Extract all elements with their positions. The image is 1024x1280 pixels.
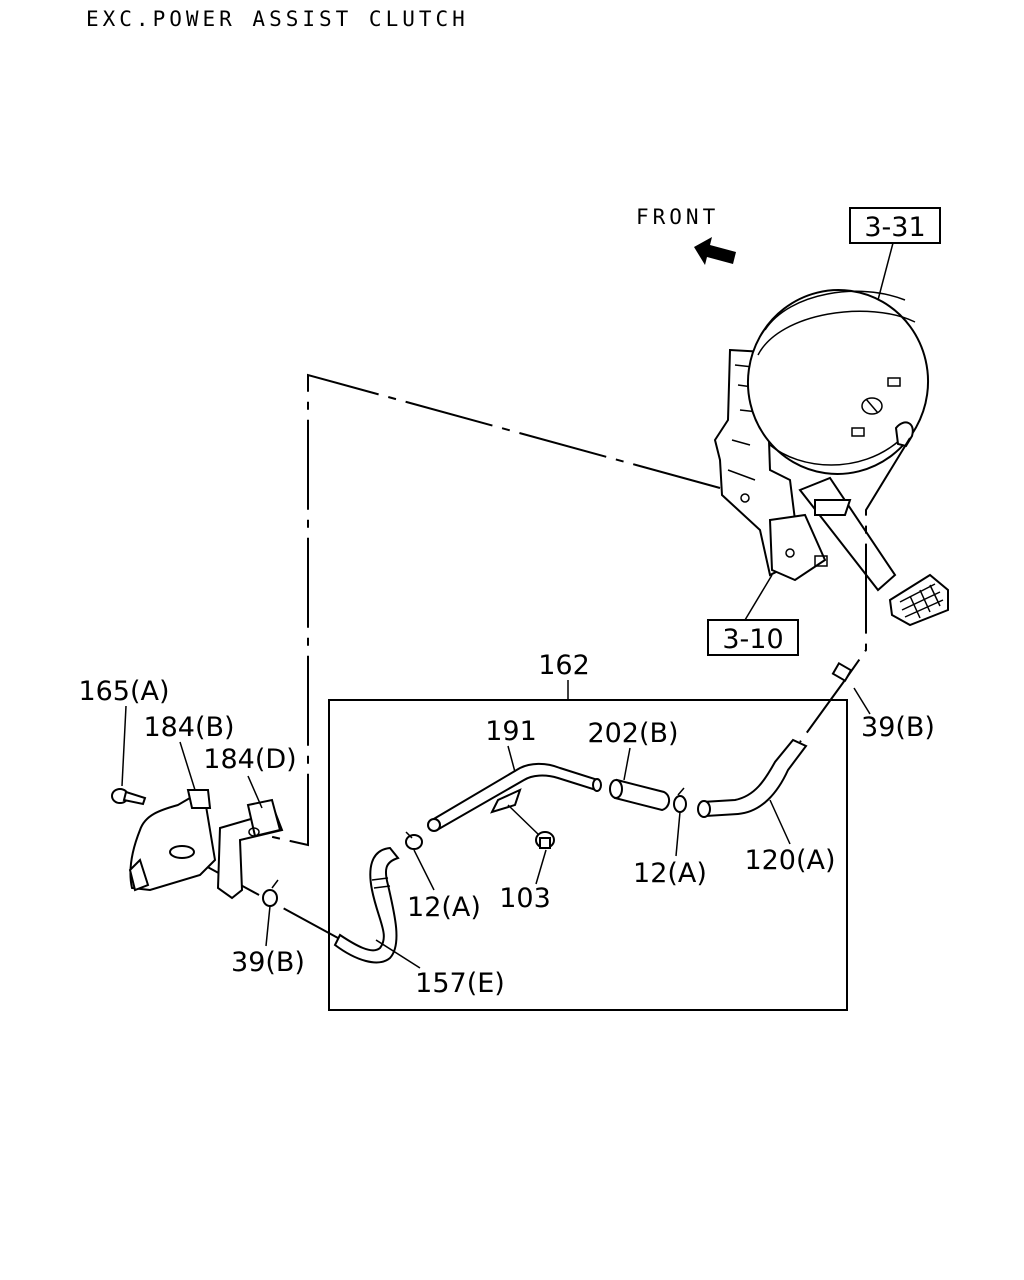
reservoir-outline-line	[254, 373, 721, 847]
clamp-12a-left[interactable]	[405, 831, 423, 850]
callout-leaders	[121, 687, 871, 969]
callout-39b-top: 39(B)	[861, 712, 935, 743]
callout-184b: 184(B)	[143, 712, 234, 743]
bolt-165a[interactable]	[111, 788, 147, 806]
callout-39b-bottom: 39(B)	[231, 947, 305, 978]
callout-191: 191	[485, 716, 537, 747]
hose-120a[interactable]	[697, 738, 808, 818]
ref-box-3-10[interactable]: 3-10	[707, 619, 799, 656]
clamp-12a-right[interactable]	[673, 787, 687, 813]
front-label: FRONT	[636, 205, 719, 229]
reservoir-bracket-assembly	[128, 789, 284, 900]
clip-103[interactable]	[507, 804, 555, 849]
callout-202b: 202(B)	[587, 718, 678, 749]
diagram-title: EXC.POWER ASSIST CLUTCH	[86, 7, 469, 31]
callout-103: 103	[499, 883, 551, 914]
callout-184d: 184(D)	[203, 744, 296, 775]
ref-box-3-31-label: 3-31	[864, 212, 925, 243]
leader-3-31	[877, 242, 894, 301]
hose-157e[interactable]	[333, 846, 400, 964]
brake-booster-pedal-assembly	[713, 289, 949, 627]
ref-box-3-10-label: 3-10	[722, 624, 783, 655]
callout-165a: 165(A)	[78, 676, 169, 707]
callout-162: 162	[538, 650, 590, 681]
callout-12a-left: 12(A)	[407, 892, 481, 923]
pipe-191[interactable]	[427, 762, 602, 832]
ref-box-3-31[interactable]: 3-31	[849, 207, 941, 244]
clamp-39b-bottom[interactable]	[262, 879, 279, 907]
clamp-39b-top[interactable]	[831, 661, 853, 683]
callout-12a-right: 12(A)	[633, 858, 707, 889]
leader-3-10	[744, 574, 773, 621]
front-direction-arrow-icon	[694, 237, 736, 265]
hose-202b[interactable]	[609, 778, 670, 812]
callout-120a: 120(A)	[744, 845, 835, 876]
callout-157e: 157(E)	[415, 968, 505, 999]
assembly-frame-162	[328, 699, 848, 1011]
